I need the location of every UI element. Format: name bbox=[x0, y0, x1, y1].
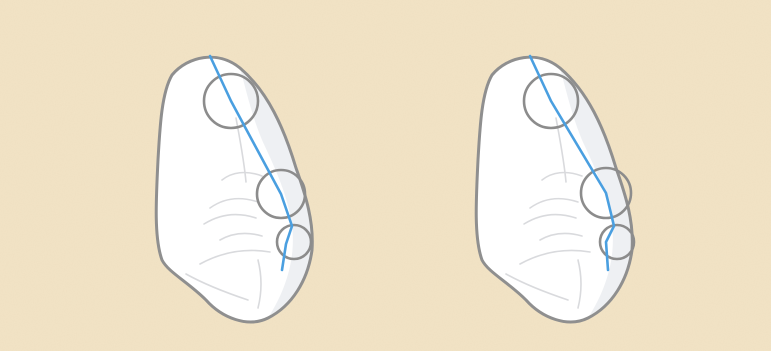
hand-drawing-illustration bbox=[0, 0, 771, 351]
paper-texture bbox=[0, 0, 771, 351]
illustration-canvas bbox=[0, 0, 771, 351]
